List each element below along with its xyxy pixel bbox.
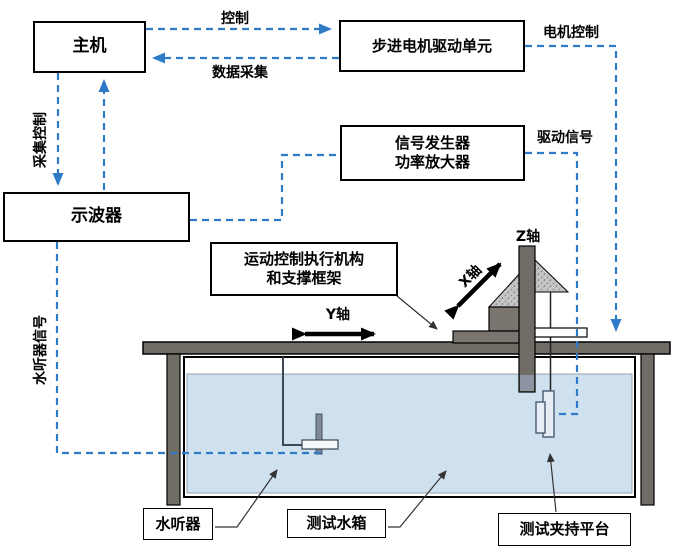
data-acquisition-label: 数据采集 xyxy=(212,65,268,81)
z-axis-column-underwater xyxy=(520,375,534,391)
host-label: 主机 xyxy=(72,36,107,57)
y-axis-label: Y轴 xyxy=(325,307,351,323)
stepper-driver-label: 步进电机驱动单元 xyxy=(371,36,492,55)
drive-signal-label: 驱动信号 xyxy=(537,130,593,146)
hydrophone-label: 水听器 xyxy=(155,514,201,533)
gantry-block xyxy=(488,306,521,332)
water-tank-label-box: 测试水箱 xyxy=(287,509,386,538)
test-platform-label: 测试夹持平台 xyxy=(519,520,610,539)
control-label: 控制 xyxy=(221,11,249,27)
host-box: 主机 xyxy=(33,21,146,73)
gantry-plate xyxy=(531,327,588,338)
tank-water xyxy=(186,373,633,494)
motion-frame-line1: 运动控制执行机构 xyxy=(243,250,364,269)
pointer-motion-frame xyxy=(396,295,438,330)
table-leg-right xyxy=(640,353,655,506)
line-hydrophone-signal xyxy=(55,242,321,455)
x-axis-arrow xyxy=(444,262,502,320)
stepper-driver-box: 步进电机驱动单元 xyxy=(339,20,525,72)
motion-frame-line2: 和支撑框架 xyxy=(266,269,342,287)
signal-generator-line2: 功率放大器 xyxy=(394,153,470,171)
pointer-hydrophone xyxy=(215,469,278,528)
z-axis-label: Z轴 xyxy=(515,229,541,245)
test-platform-label-box: 测试夹持平台 xyxy=(498,513,631,546)
hydrophone-holder-rod xyxy=(282,357,303,446)
signal-generator-box: 信号发生器 功率放大器 xyxy=(340,125,525,181)
motor-control-label: 电机控制 xyxy=(543,25,599,41)
hydrophone-signal-label: 水听器信号 xyxy=(33,315,49,385)
line-drive-signal xyxy=(525,151,579,416)
line-motor-control xyxy=(525,44,622,332)
oscilloscope-label: 示波器 xyxy=(71,206,122,227)
z-axis-column xyxy=(518,245,536,393)
oscilloscope-box: 示波器 xyxy=(3,192,190,242)
table-leg-left xyxy=(166,353,181,506)
line-osc-to-siggen xyxy=(190,153,338,222)
gantry-wedge-right xyxy=(533,257,570,293)
signal-generator-line1: 信号发生器 xyxy=(394,134,470,153)
table-top xyxy=(142,341,671,355)
pointer-test-platform xyxy=(546,453,557,513)
acquisition-control-label: 采集控制 xyxy=(33,112,49,168)
hydrophone-body xyxy=(301,439,339,450)
motion-frame-box: 运动控制执行机构 和支撑框架 xyxy=(210,242,398,296)
water-tank-label: 测试水箱 xyxy=(306,514,367,533)
test-fixture-inner xyxy=(535,401,546,434)
gantry-carriage xyxy=(452,330,523,344)
pointer-water-tank xyxy=(388,470,447,528)
hydrophone-label-box: 水听器 xyxy=(143,508,213,540)
